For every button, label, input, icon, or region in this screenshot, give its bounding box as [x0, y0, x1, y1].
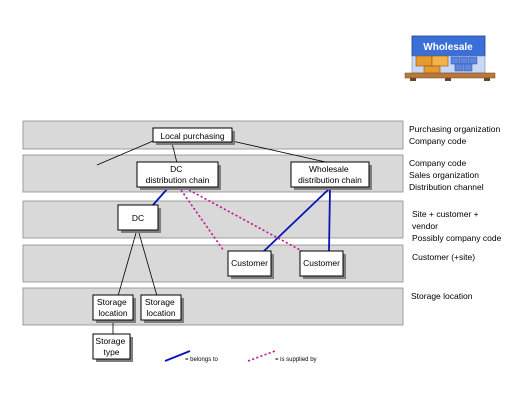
node-dc-chain-label: DC distribution chain — [146, 164, 210, 185]
node-dc-label: DC — [132, 213, 144, 223]
node-storage-type: Storage type — [92, 333, 133, 362]
node-local-purchasing: Local purchasing — [152, 127, 235, 145]
node-customer-1-label: Customer — [231, 258, 268, 268]
node-customer-1: Customer — [227, 250, 274, 279]
legend-supplied-label: = is supplied by — [275, 357, 317, 363]
wholesale-badge: Wholesale — [404, 35, 496, 81]
level-label-purchasing: Purchasing organization Company code — [409, 124, 503, 146]
node-storage-type-label: Storage type — [95, 336, 127, 357]
node-dc: DC — [117, 204, 161, 233]
node-wholesale-chain: Wholesale distribution chain — [290, 161, 372, 190]
node-storage-location-1-label: Storage location — [97, 297, 129, 318]
legend-belongs-label: = belongs to — [185, 357, 219, 363]
legend-supplied-swatch — [247, 350, 276, 362]
node-dc-chain: DC distribution chain — [136, 161, 221, 190]
level-label-storage: Storage location — [411, 291, 473, 301]
badge-title: Wholesale — [423, 42, 473, 53]
node-storage-location-2: Storage location — [140, 294, 184, 323]
belongs-to-links — [152, 187, 331, 252]
band-site — [22, 200, 404, 239]
node-customer-2-label: Customer — [303, 258, 340, 268]
node-storage-location-1: Storage location — [92, 294, 136, 323]
node-customer-2: Customer — [299, 250, 346, 279]
warehouse-pallet-icon — [404, 55, 496, 81]
band-storage — [22, 287, 404, 326]
node-wholesale-chain-label: Wholesale distribution chain — [298, 164, 362, 185]
legend: = belongs to = is supplied by — [164, 350, 317, 363]
node-storage-location-2-label: Storage location — [145, 297, 177, 318]
level-label-sales: Company code Sales organization Distribu… — [409, 158, 484, 192]
hierarchy-connectors — [96, 140, 331, 334]
level-label-customer: Customer (+site) — [412, 252, 475, 262]
level-label-site: Site + customer + vendor Possibly compan… — [412, 209, 502, 243]
legend-belongs-swatch — [164, 350, 191, 362]
node-local-purchasing-label: Local purchasing — [160, 131, 225, 141]
supplied-by-links — [180, 189, 303, 252]
